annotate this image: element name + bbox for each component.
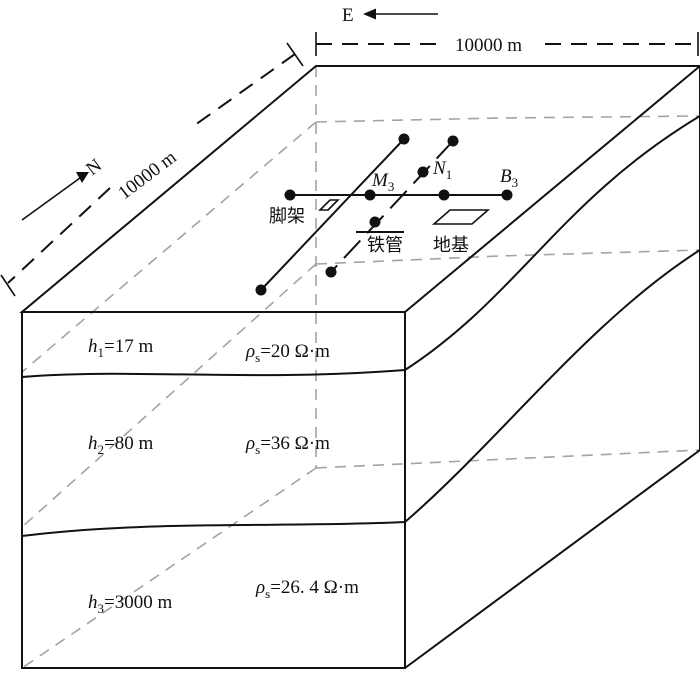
north-dimension-tick-upper [286,42,304,67]
b3-label: B3 [500,166,518,190]
tripod-symbol [318,199,340,211]
north-dimension-label: 10000 m [114,147,180,204]
north-arrow-shaft [21,177,81,221]
electrode-m3 [364,189,376,201]
front-layer1-boundary [21,369,406,378]
back-bottom-edge [315,449,700,469]
electrode-point [325,266,337,278]
survey-layout [255,133,513,296]
tripod-label: 脚架 [269,206,305,227]
electrode-point [417,166,429,178]
survey-line-west [260,138,405,291]
back-layer2-boundary [315,249,700,265]
layer3-resistivity-label: ρs=26. 4 Ω·m [255,577,359,601]
front-face [21,311,406,669]
electrode-point [447,135,459,147]
north-dimension-line-lower [7,187,111,284]
electrode-point [255,284,267,296]
right-layer1-boundary [404,115,700,371]
foundation-label: 地基 [433,235,469,256]
east-arrow-head [363,8,376,20]
pipe-label: 铁管 [367,235,403,256]
layer1-thickness-label: h1=17 m [88,336,153,360]
east-label: E [342,5,354,26]
electrode-n1 [438,189,450,201]
north-dimension-tick-lower [0,274,16,297]
right-bottom-edge [404,449,700,669]
survey-line-dashed [330,140,454,273]
dimension-markers [0,32,700,297]
front-layer2-boundary [21,521,406,537]
left-layer2-boundary [21,263,317,528]
electrode-point [398,133,410,145]
right-layer2-boundary [404,249,700,523]
hidden-edges [21,66,700,669]
layer3-thickness-label: h3=3000 m [88,592,172,616]
labels: E 10000 m 10000 m N 脚架 铁管 地基 M3 N1 B3 h1… [82,5,522,616]
foundation-symbol [431,209,491,225]
east-dimension-label: 10000 m [455,35,522,56]
electrode-b3 [501,189,513,201]
left-layer1-boundary [21,121,317,373]
layer1-resistivity-label: ρs=20 Ω·m [245,341,330,365]
electrode-point [284,189,296,201]
block-outline [19,65,700,669]
north-dimension-line-upper [194,53,296,126]
back-layer1-boundary [315,115,700,123]
m3-label: M3 [371,170,394,194]
electrode-point [369,216,381,228]
layer2-resistivity-label: ρs=36 Ω·m [245,433,330,457]
n1-label: N1 [432,158,452,182]
layer2-thickness-label: h2=80 m [88,433,153,457]
direction-arrows [21,8,438,221]
back-left-bottom-edge [21,467,317,669]
north-arrow-head [76,172,89,183]
